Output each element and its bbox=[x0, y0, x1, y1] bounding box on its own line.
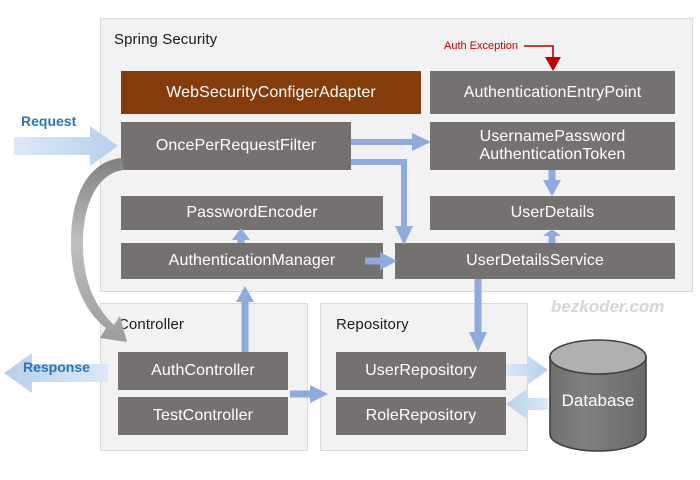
filter-to-controller-curve bbox=[70, 158, 127, 342]
filter-to-userdetailsservice-arrow bbox=[351, 159, 413, 245]
request-label: Request bbox=[21, 113, 77, 129]
repository-title: Repository bbox=[336, 316, 409, 333]
controller-to-repository-arrow bbox=[290, 385, 328, 403]
repository-to-database-arrow bbox=[506, 355, 548, 385]
userdetailsservice-to-userdetails-arrow bbox=[543, 229, 561, 243]
box-userdetails[interactable]: UserDetails bbox=[430, 196, 675, 230]
request-arrow bbox=[14, 126, 118, 166]
box-authcontroller[interactable]: AuthController bbox=[118, 352, 288, 390]
watermark-bezkoder: bezkoder.com bbox=[551, 297, 665, 316]
box-passwordencoder[interactable]: PasswordEncoder bbox=[121, 196, 383, 230]
authcontroller-to-authmanager-arrow bbox=[236, 286, 254, 352]
box-testcontroller[interactable]: TestController bbox=[118, 397, 288, 435]
response-label: Response bbox=[23, 359, 90, 375]
auth-exception-connector bbox=[524, 45, 561, 71]
box-websecurityconfigeradapter[interactable]: WebSecurityConfigerAdapter bbox=[121, 71, 421, 114]
database-to-repository-arrow bbox=[506, 389, 548, 419]
box-onceperrequestfilter[interactable]: OncePerRequestFilter bbox=[121, 122, 351, 170]
database-label: Database bbox=[561, 391, 635, 410]
spring-security-title: Spring Security bbox=[114, 31, 218, 48]
controller-title: Controller bbox=[118, 316, 185, 333]
box-usernamepasswordauthenticationtoken[interactable]: UsernamePassword AuthenticationToken bbox=[430, 122, 675, 170]
authmanager-to-userdetailsservice-arrow bbox=[365, 252, 397, 270]
auth-exception-label: Auth Exception bbox=[444, 40, 518, 52]
box-userdetailsservice[interactable]: UserDetailsService bbox=[395, 243, 675, 279]
database-cylinder[interactable] bbox=[549, 339, 647, 452]
box-line-1: UsernamePassword bbox=[479, 128, 626, 146]
authmanager-to-passwordencoder-arrow bbox=[232, 228, 250, 243]
token-to-userdetails-arrow bbox=[543, 170, 561, 196]
response-arrow bbox=[4, 353, 108, 393]
box-rolerepository[interactable]: RoleRepository bbox=[336, 397, 506, 435]
box-authenticationmanager[interactable]: AuthenticationManager bbox=[121, 243, 383, 279]
filter-to-token-arrow bbox=[351, 133, 431, 151]
box-line-2: AuthenticationToken bbox=[479, 146, 626, 163]
userdetailsservice-to-userrepository-arrow bbox=[469, 279, 487, 352]
box-userrepository[interactable]: UserRepository bbox=[336, 352, 506, 390]
box-authenticationentrypoint[interactable]: AuthenticationEntryPoint bbox=[430, 71, 675, 114]
